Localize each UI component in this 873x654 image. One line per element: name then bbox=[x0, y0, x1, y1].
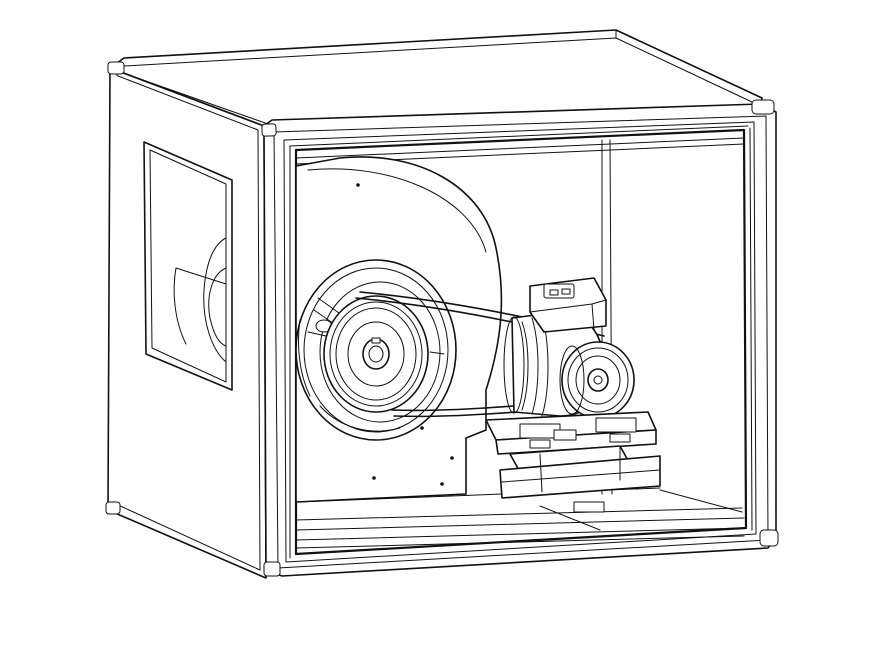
motor bbox=[503, 277, 635, 419]
cabinet-side-panel bbox=[107, 67, 267, 579]
fan-pulley bbox=[323, 295, 429, 413]
motor-base-rails bbox=[485, 411, 661, 499]
motor-pulley bbox=[559, 341, 635, 419]
motor-terminal-box bbox=[529, 277, 607, 333]
side-inlet-opening bbox=[143, 141, 233, 391]
